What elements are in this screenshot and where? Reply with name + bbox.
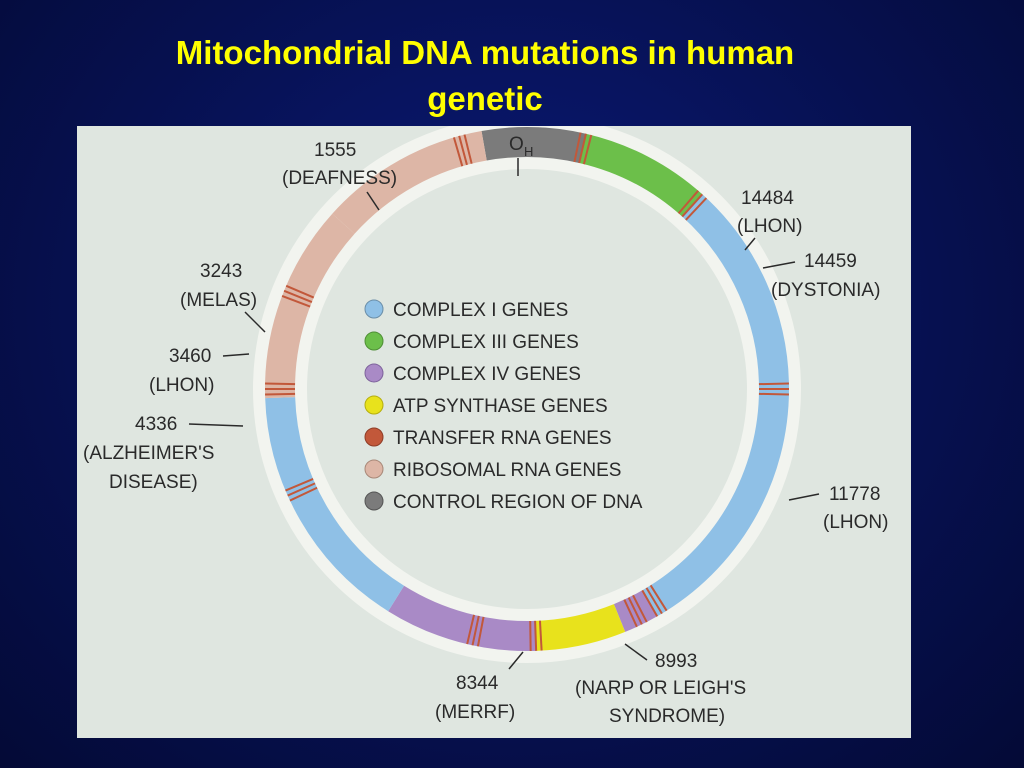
trna-tick — [281, 295, 311, 308]
trna-tick — [578, 133, 587, 164]
legend-swatch-control-region — [364, 491, 384, 511]
legend-label-complex-iv: COMPLEX IV GENES — [393, 364, 581, 385]
ring-trna-ticks — [265, 132, 789, 651]
trna-tick — [534, 620, 538, 651]
trna-tick — [649, 584, 668, 612]
trna-tick — [283, 289, 313, 304]
legend-label-complex-i: COMPLEX I GENES — [393, 300, 568, 321]
legend-label-control-region: CONTROL REGION OF DNA — [393, 492, 643, 513]
mutation-11778-disease: (LHON) — [823, 512, 888, 533]
mutation-8344-pointer — [508, 651, 524, 670]
mutation-3460-disease: (LHON) — [149, 375, 214, 396]
trna-tick — [471, 615, 480, 646]
legend-label-complex-iii: COMPLEX III GENES — [393, 332, 579, 353]
ring-segment — [578, 133, 703, 217]
legend-swatch-complex-iv — [364, 363, 384, 383]
mtdna-figure: O H COMPLEX I GENES COMPLEX III GENES CO… — [77, 126, 911, 738]
trna-tick — [623, 599, 638, 628]
legend-label-ribosomal-rna: RIBOSOMAL RNA GENES — [393, 460, 621, 481]
trna-tick — [677, 190, 699, 215]
trna-tick — [458, 135, 468, 166]
mutation-11778-position: 11778 — [829, 484, 880, 505]
ring-segment — [534, 604, 626, 651]
ring-segment — [332, 130, 487, 234]
trna-tick — [452, 137, 464, 167]
mutation-3243-position: 3243 — [200, 261, 242, 282]
trna-tick — [466, 614, 475, 645]
mutation-14484-disease: (LHON) — [737, 216, 802, 237]
mutation-14484-pointer — [744, 237, 756, 251]
mutation-1555-position: 1555 — [314, 140, 356, 161]
ring-segment — [388, 585, 537, 651]
mutation-14459-disease: (DYSTONIA) — [771, 280, 880, 301]
mutation-3460-pointer — [222, 353, 250, 357]
mutation-14484-position: 14484 — [741, 188, 794, 209]
trna-tick — [285, 284, 315, 299]
legend-swatch-complex-iii — [364, 331, 384, 351]
mutation-8993-pointer — [624, 643, 648, 661]
trna-tick — [265, 392, 296, 396]
slide-title: Mitochondrial DNA mutations in human gen… — [60, 30, 910, 122]
trna-tick — [645, 587, 663, 615]
trna-tick — [582, 134, 593, 165]
ring-segments — [265, 127, 789, 651]
trna-tick — [285, 477, 314, 492]
mutation-labels: 1555 (DEAFNESS) 14484 (LHON) 14459 (DYST… — [83, 140, 888, 727]
trna-tick — [632, 594, 648, 623]
ring-segment — [642, 388, 789, 616]
mutation-4336-disease-line-2: DISEASE) — [109, 472, 198, 493]
mutation-8993-position: 8993 — [655, 651, 697, 672]
origin-subscript: H — [524, 144, 533, 159]
mutation-14459-position: 14459 — [804, 251, 857, 272]
legend-swatch-transfer-rna — [364, 427, 384, 447]
legend-swatch-ribosomal-rna — [364, 459, 384, 479]
trna-tick — [538, 620, 543, 651]
legend-swatch-atp-synthase — [364, 395, 384, 415]
mtdna-diagram: O H COMPLEX I GENES COMPLEX III GENES CO… — [83, 126, 888, 727]
mutation-8993-disease-line-2: SYNDROME) — [609, 706, 725, 727]
mutation-1555-disease: (DEAFNESS) — [282, 168, 397, 189]
ring-segment — [682, 194, 789, 390]
origin-label: O — [509, 134, 524, 155]
trna-tick — [758, 392, 789, 396]
legend: COMPLEX I GENES COMPLEX III GENES COMPLE… — [364, 299, 643, 513]
mutation-3460-position: 3460 — [169, 346, 211, 367]
mutation-3243-pointer — [244, 311, 266, 333]
legend-label-transfer-rna: TRANSFER RNA GENES — [393, 428, 612, 449]
trna-tick — [287, 482, 316, 497]
mutation-8344-position: 8344 — [456, 673, 499, 694]
mutation-8344-disease: (MERRF) — [435, 702, 515, 723]
trna-tick — [265, 382, 296, 386]
trna-tick — [685, 197, 708, 221]
slide-title-line-2: genetic — [427, 80, 543, 117]
trna-tick — [476, 616, 485, 647]
ring-segment — [481, 127, 586, 164]
mutation-1555-pointer — [366, 191, 380, 211]
ring-segment — [265, 396, 405, 612]
mutation-8993-disease: (NARP OR LEIGH'S — [575, 678, 746, 699]
trna-tick — [681, 193, 704, 218]
trna-tick — [573, 132, 582, 163]
ring-segment — [265, 213, 355, 399]
legend-swatch-complex-i — [364, 299, 384, 319]
mutation-4336-pointer — [188, 423, 244, 427]
trna-tick — [641, 589, 659, 617]
mutation-4336-position: 4336 — [135, 414, 177, 435]
slide-title-line-1: Mitochondrial DNA mutations in human — [175, 34, 795, 71]
trna-tick — [758, 382, 789, 386]
trna-tick — [627, 597, 643, 625]
mutation-4336-disease: (ALZHEIMER'S — [83, 443, 214, 464]
mutation-14459-pointer — [762, 261, 796, 269]
mutation-11778-pointer — [788, 493, 820, 501]
trna-tick — [289, 486, 318, 502]
trna-tick — [463, 134, 473, 164]
legend-label-atp-synthase: ATP SYNTHASE GENES — [393, 396, 608, 417]
mutation-3243-disease: (MELAS) — [180, 290, 257, 311]
